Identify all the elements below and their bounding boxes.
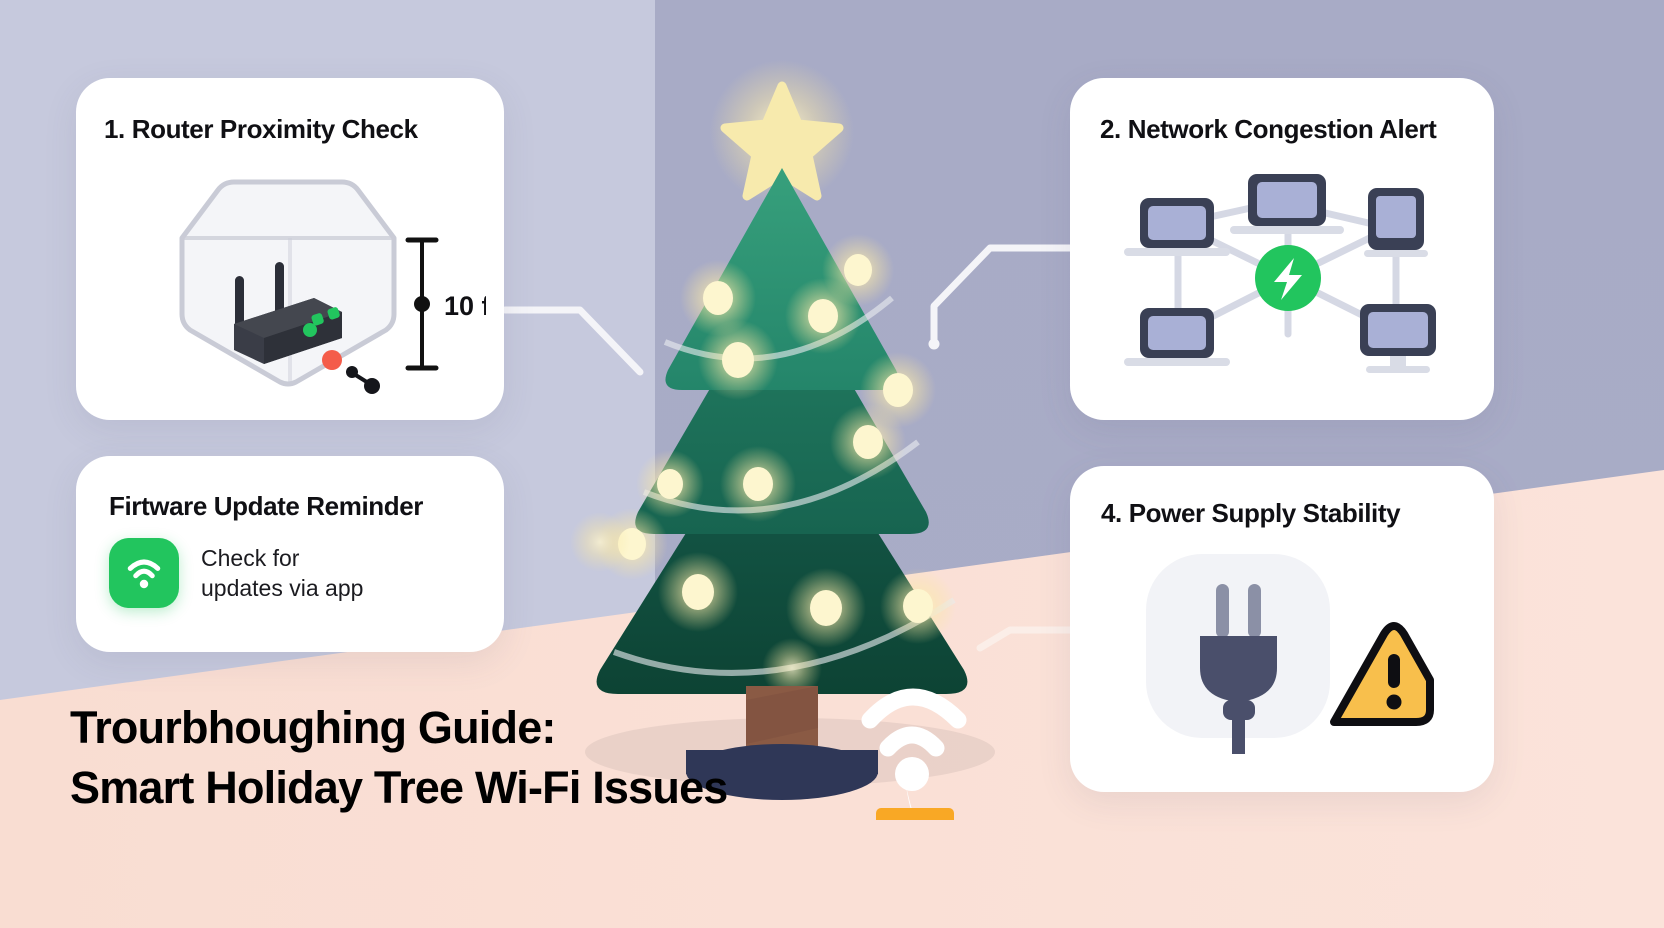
wifi-icon[interactable] [109, 538, 179, 608]
card-firmware-title: Firtware Update Reminder [109, 491, 424, 521]
holiday-tree-illustration [570, 60, 968, 820]
router-antenna-left [235, 276, 244, 334]
trunk-shade [746, 686, 818, 744]
router-alert-dot [322, 350, 342, 370]
device-tablet-right [1364, 188, 1428, 257]
card-firmware-update[interactable]: Firtware Update Reminder Check for updat… [76, 456, 504, 652]
firmware-row: Check for updates via app [109, 538, 363, 608]
network-topology-illustration [1124, 174, 1436, 373]
wifi-glyph [127, 559, 161, 589]
gift-box-icon [876, 808, 954, 820]
card-router-title: 1. Router Proximity Check [104, 114, 418, 144]
card-router-proximity[interactable]: 1. Router Proximity Check [76, 78, 504, 420]
device-monitor-right [1360, 304, 1436, 373]
card-power-supply[interactable]: 4. Power Supply Stability [1070, 466, 1494, 792]
router-led-front [303, 323, 317, 337]
router-antenna-right [275, 262, 284, 320]
device-laptop-left-top [1124, 198, 1230, 256]
lightning-bolt-icon [1274, 258, 1302, 300]
warning-triangle-icon [1330, 622, 1434, 726]
connector-router [501, 306, 644, 376]
measurement-label: 10 feet [444, 291, 486, 321]
connector-network-endpoint [928, 338, 940, 350]
connector-network [930, 244, 1076, 348]
tree-lights [570, 234, 956, 698]
garland-top [663, 295, 894, 362]
router-led-a [311, 313, 324, 326]
connector-power [976, 626, 1076, 652]
firmware-body: Check for updates via app [201, 544, 364, 601]
card-power-title: 4. Power Supply Stability [1101, 498, 1401, 528]
device-laptop-left-bottom [1124, 308, 1230, 366]
plug-icon [1200, 584, 1277, 754]
page-title: Trourbhoughing Guide: Smart Holiday Tree… [70, 702, 728, 813]
wifi-icon [861, 688, 967, 820]
router-proximity-illustration: 10 feet [179, 179, 486, 394]
router-led-b [327, 307, 340, 320]
router-front [264, 312, 342, 364]
device-laptop-top [1230, 174, 1344, 234]
card-network-congestion[interactable]: 2. Network Congestion Alert [1070, 78, 1494, 420]
power-supply-illustration [1146, 554, 1434, 754]
measurement-line [405, 237, 439, 371]
router-top [234, 298, 342, 338]
card-network-title: 2. Network Congestion Alert [1100, 114, 1437, 144]
